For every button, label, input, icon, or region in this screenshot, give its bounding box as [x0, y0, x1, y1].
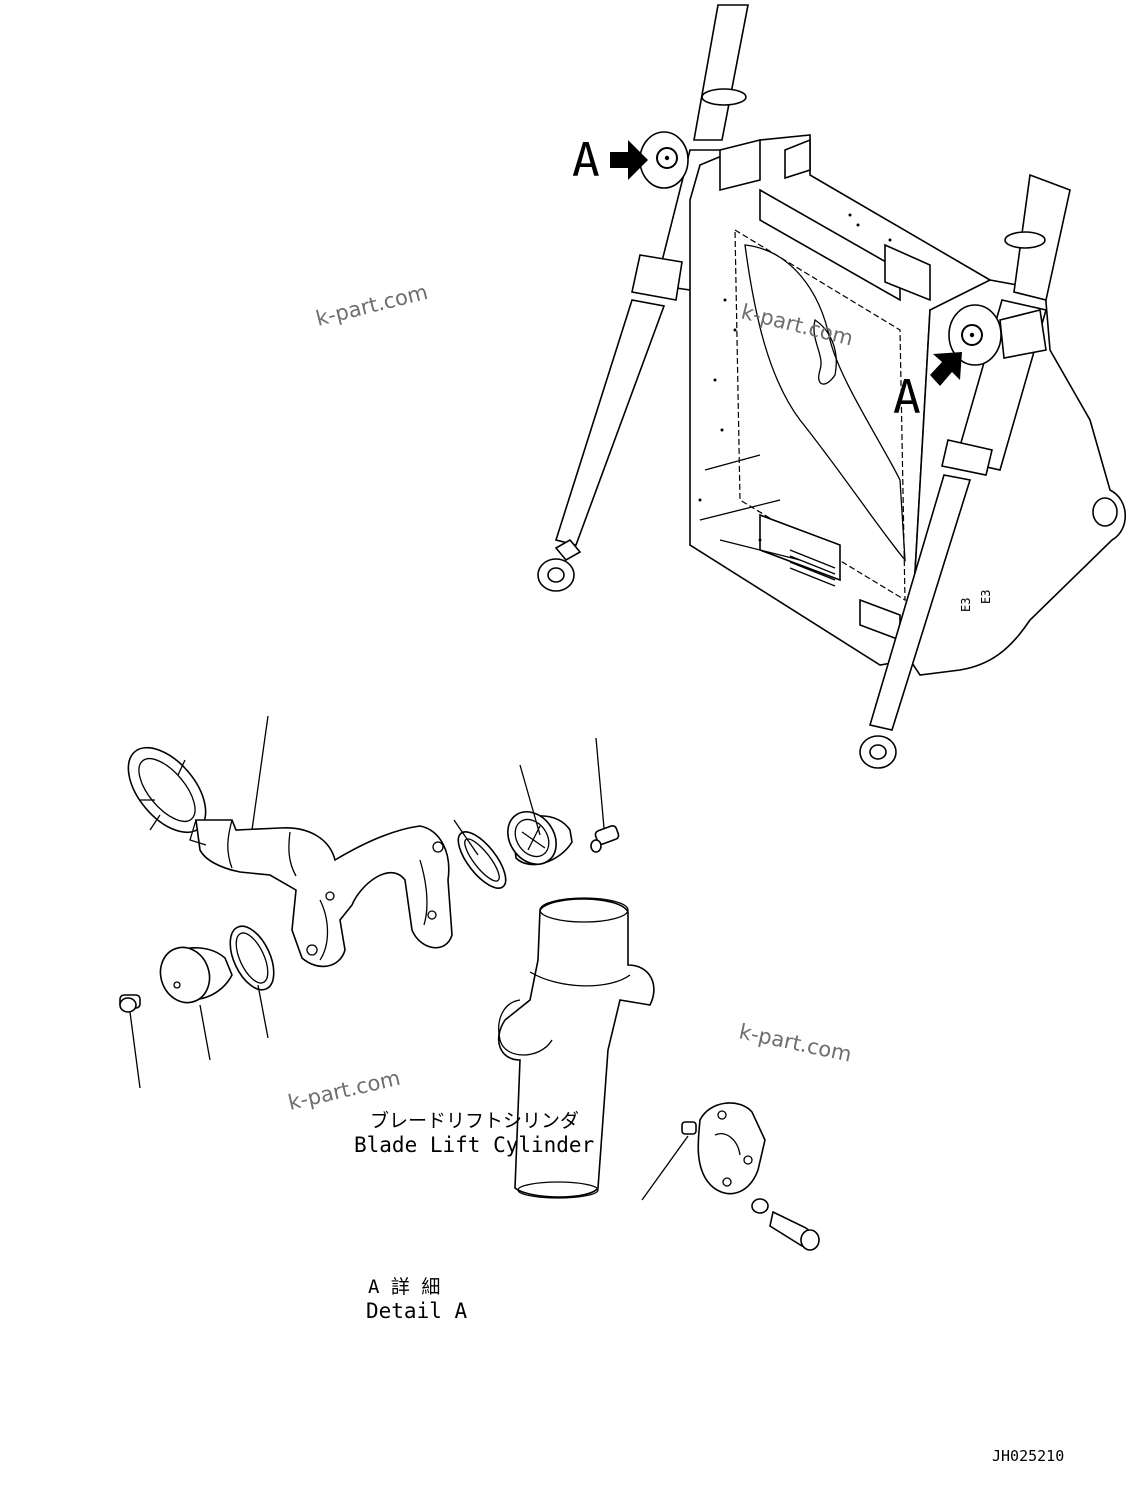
grease-fitting-upper — [590, 824, 620, 853]
svg-text:E3: E3 — [979, 590, 993, 604]
cylinder-cap — [681, 1102, 820, 1251]
dust-seal — [127, 746, 207, 834]
grease-fitting-lower — [119, 994, 141, 1013]
side-plate — [909, 279, 1126, 676]
svg-text:E3: E3 — [959, 598, 973, 612]
blade-lift-assembly: E3 E3 A A — [537, 4, 1126, 769]
cylinder-label-en: Blade Lift Cylinder — [354, 1133, 594, 1157]
cylinder-support-bracket — [189, 819, 453, 968]
right-lift-cylinder — [859, 173, 1071, 769]
drawing-number: JH025210 — [992, 1447, 1064, 1465]
arrow-icon — [610, 140, 648, 180]
snap-ring-upper — [457, 831, 507, 889]
detail-a-exploded-view: ブレードリフトシリンダ Blade Lift Cylinder A 詳 細 De… — [119, 715, 820, 1323]
callout-a-right: A — [893, 370, 921, 424]
arrow-icon — [930, 352, 962, 386]
watermark: k-part.com — [286, 1066, 403, 1115]
cylinder-label-jp: ブレードリフトシリンダ — [370, 1109, 579, 1132]
watermark: k-part.com — [737, 1019, 854, 1066]
detail-label-en: Detail A — [366, 1299, 468, 1323]
bushing-lower — [159, 946, 233, 1004]
callout-a-top: A — [572, 133, 600, 187]
bushing-upper — [507, 811, 573, 866]
detail-label-jp: A 詳 細 — [368, 1276, 440, 1298]
watermark: k-part.com — [313, 280, 430, 331]
radiator-frame — [689, 134, 1042, 666]
blade-lift-cylinder-body — [497, 897, 655, 1199]
snap-ring-lower — [229, 925, 275, 991]
